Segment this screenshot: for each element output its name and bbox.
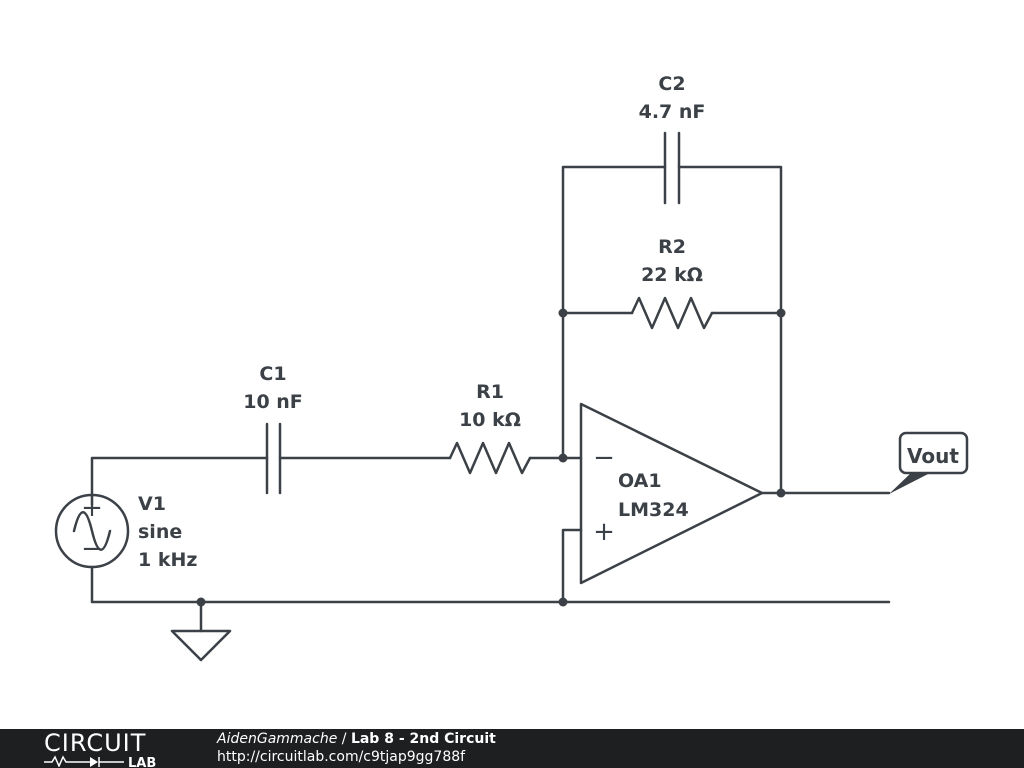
junction-dot (558, 308, 568, 318)
resistor-r2 (630, 296, 714, 330)
opamp-plus-sign: + (593, 517, 615, 547)
ground-symbol (170, 600, 232, 662)
wire-feedback-left (561, 165, 667, 460)
junction-dot (558, 597, 568, 607)
wire-feedback-right (677, 165, 783, 495)
v1-freq: 1 kHz (138, 549, 197, 571)
junction-dot (776, 308, 786, 318)
separator: / (337, 731, 351, 747)
circuitlab-logo[interactable]: CIRCUIT LAB (44, 730, 184, 767)
capacitor-c2 (663, 131, 681, 205)
vout-label: Vout (907, 444, 959, 468)
oa1-part: LM324 (618, 499, 689, 521)
r1-value: 10 kΩ (459, 409, 521, 431)
project-url[interactable]: http://circuitlab.com/c9tjap9gg788f (217, 749, 466, 765)
junction-dot (776, 488, 786, 498)
source-plus-sign: + (81, 493, 103, 523)
oa1-name: OA1 (618, 470, 662, 492)
wire-plus-input (561, 528, 583, 604)
r2-name: R2 (658, 236, 686, 258)
project-title: Lab 8 - 2nd Circuit (350, 731, 496, 747)
sine-source-v1: + − (54, 493, 130, 569)
circuit-schematic: + − − + Vout C2 4.7 nF R2 22 kΩ C1 10 nF… (54, 73, 969, 662)
author-link[interactable]: AidenGammache (217, 731, 338, 747)
junction-dot (196, 597, 206, 607)
logo-word: CIRCUIT (44, 730, 146, 757)
r2-value: 22 kΩ (641, 264, 703, 286)
v1-type: sine (138, 521, 182, 543)
v1-name: V1 (138, 493, 166, 515)
c2-value: 4.7 nF (639, 101, 706, 123)
footer-bar: CIRCUIT LAB AidenGammache / Lab 8 - 2nd … (0, 729, 1024, 768)
c1-value: 10 nF (243, 391, 303, 413)
net-label-vout: Vout (889, 431, 969, 494)
c2-name: C2 (658, 73, 685, 95)
project-heading: AidenGammache / Lab 8 - 2nd Circuit (217, 731, 496, 747)
c1-name: C1 (259, 363, 286, 385)
r1-name: R1 (476, 381, 504, 403)
opamp-minus-sign: − (593, 443, 615, 473)
source-minus-sign: − (81, 534, 103, 564)
wire-source-to-c1 (90, 456, 269, 507)
junction-dot (558, 453, 568, 463)
opamp-oa1 (579, 402, 764, 585)
capacitor-c1 (265, 422, 282, 495)
resistor-r1 (448, 441, 532, 475)
wire-ground-rail (90, 565, 891, 604)
logo-lab: LAB (128, 756, 156, 767)
